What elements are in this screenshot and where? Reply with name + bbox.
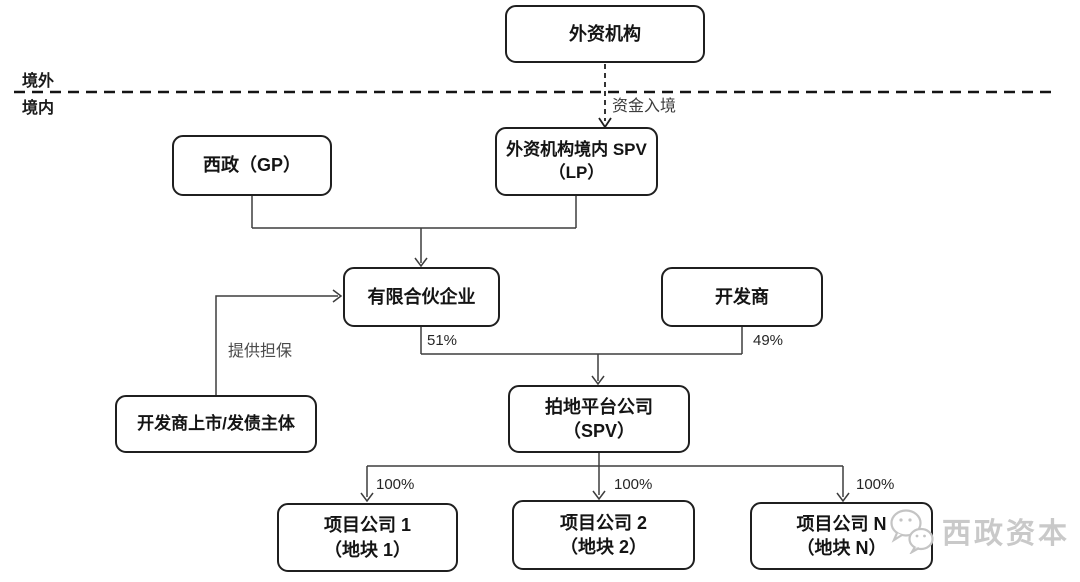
node-label-line2: （LP） [548, 162, 605, 182]
project2-share-label: 100% [614, 476, 653, 493]
node-label-line1: 外资机构境内 SPV [506, 139, 647, 159]
wechat-icon [890, 509, 934, 554]
node-label-line2: （地块 1） [323, 539, 411, 560]
node-label: 西政（GP） [202, 155, 301, 176]
node-developer: 开发商 [661, 267, 823, 327]
node-label: 外资机构 [569, 23, 641, 44]
platform-arrowhead [591, 375, 605, 386]
node-foreign-spv-lp: 外资机构境内 SPV （LP） [495, 127, 658, 196]
node-label: 开发商上市/发债主体 [137, 413, 295, 433]
developer-share-label: 49% [753, 332, 784, 349]
guarantee-label: 提供担保 [228, 343, 293, 360]
guarantee-arrowhead [332, 289, 343, 303]
projectn-arrowhead [836, 492, 850, 503]
onshore-label: 境内 [22, 100, 55, 117]
node-developer-listed-entity: 开发商上市/发债主体 [115, 395, 317, 453]
node-xizheng-gp: 西政（GP） [172, 135, 332, 196]
node-label-line2: （地块 N） [796, 538, 887, 558]
partnership-arrowhead [414, 257, 428, 268]
guarantee-line [215, 295, 338, 395]
node-project-company-2: 项目公司 2 （地块 2） [512, 500, 695, 570]
node-label-line1: 项目公司 2 [559, 512, 647, 533]
node-label-line1: 拍地平台公司 [545, 396, 653, 417]
lp-share-label: 51% [427, 332, 458, 349]
project1-arrowhead [360, 492, 374, 503]
node-project-company-1: 项目公司 1 （地块 1） [277, 503, 458, 572]
offshore-label: 境外 [22, 73, 55, 90]
node-label-line1: 项目公司 1 [323, 515, 411, 536]
node-label: 开发商 [715, 286, 769, 307]
projectn-share-label: 100% [856, 476, 895, 493]
funds-inbound-label: 资金入境 [612, 98, 677, 115]
node-foreign-org: 外资机构 [505, 5, 705, 63]
node-label: 有限合伙企业 [367, 286, 476, 307]
node-land-platform-spv: 拍地平台公司 （SPV） [508, 385, 690, 453]
watermark-text: 西政资本 [942, 518, 1071, 550]
project1-share-label: 100% [376, 476, 415, 493]
node-label-line1: 项目公司 N [796, 513, 887, 534]
node-limited-partnership: 有限合伙企业 [343, 267, 500, 327]
node-label-line2: （SPV） [562, 421, 636, 441]
project2-arrowhead [592, 490, 606, 501]
node-label-line2: （地块 2） [559, 537, 647, 557]
watermark: 西政资本 [888, 508, 1070, 554]
